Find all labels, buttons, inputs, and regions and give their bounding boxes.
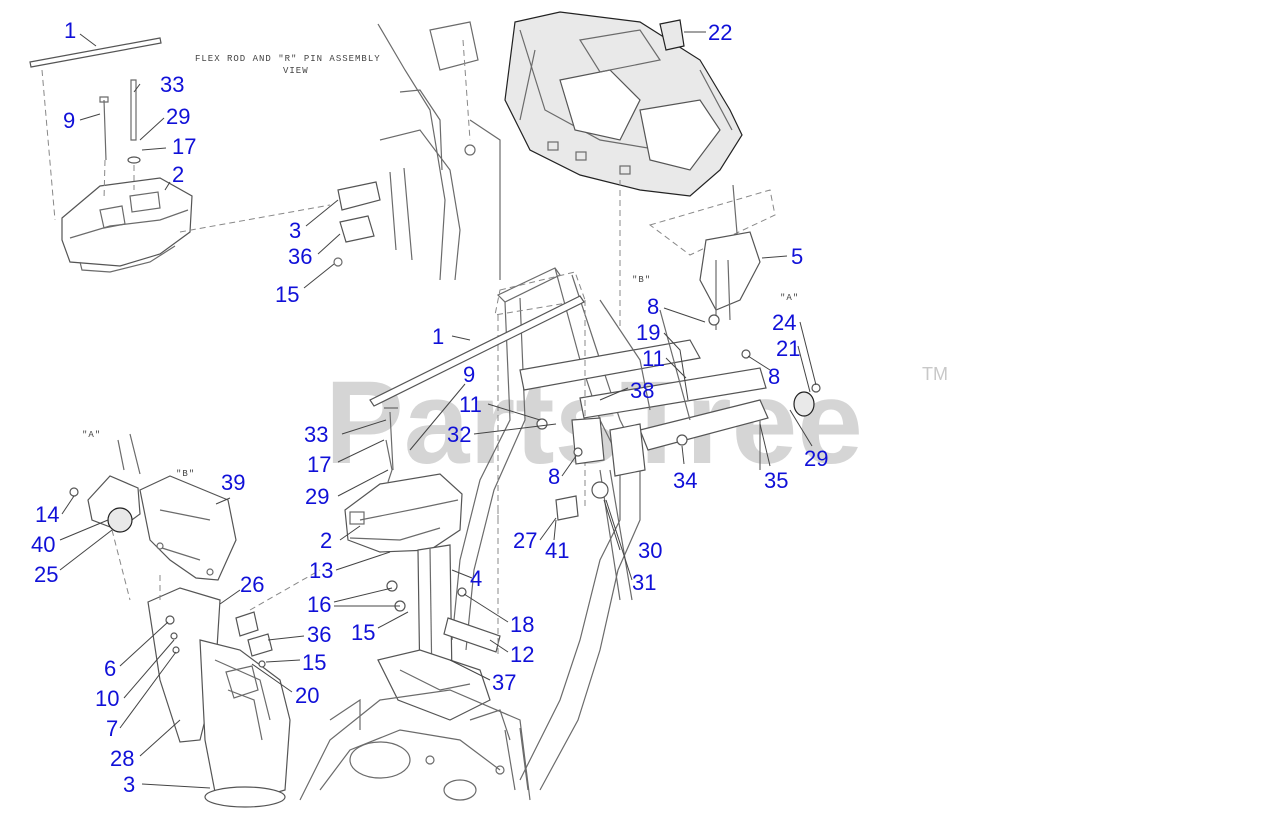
ref-label-b-upper: "B" [632,275,651,285]
callout-15[interactable]: 15 [275,282,299,307]
callout-3[interactable]: 3 [289,218,301,243]
callout-36[interactable]: 36 [288,244,312,269]
callout-29-c[interactable]: 29 [804,446,828,471]
ref-label-a-lower: "A" [82,430,101,440]
inset-bolt [99,96,109,161]
callout-29-b[interactable]: 29 [305,484,329,509]
callout-11[interactable]: 11 [642,346,665,371]
inset-flex-rod [29,37,162,68]
inset-view-subtitle: VIEW [283,66,309,76]
inset-view-title: FLEX ROD AND "R" PIN ASSEMBLY [195,54,381,64]
callout-41[interactable]: 41 [545,538,569,563]
callout-35[interactable]: 35 [764,468,788,493]
callout-4[interactable]: 4 [470,566,482,591]
callout-26[interactable]: 26 [240,572,264,597]
flex-rod [369,295,585,407]
callout-14[interactable]: 14 [35,502,59,527]
handle-upper-section [377,21,501,281]
callout-33[interactable]: 33 [160,72,184,97]
callout-24[interactable]: 24 [772,310,796,335]
callout-16[interactable]: 16 [307,592,331,617]
control-knob [659,19,685,51]
callout-25[interactable]: 25 [34,562,58,587]
chute-ring [204,786,286,808]
callout-39[interactable]: 39 [221,470,245,495]
callout-2[interactable]: 2 [172,162,184,187]
callout-7[interactable]: 7 [106,716,118,741]
callout-40[interactable]: 40 [31,532,55,557]
friction-wheel [793,391,815,417]
callout-37[interactable]: 37 [492,670,516,695]
callout-8-c[interactable]: 8 [548,464,560,489]
dash-panel-cover [504,11,743,197]
snowblower-housing-base [299,689,531,801]
callout-12[interactable]: 12 [510,642,534,667]
callout-21[interactable]: 21 [776,336,800,361]
shift-linkage: "B" "A" [632,184,821,417]
discharge-chute-assembly: "A" "B" [69,430,321,808]
callout-22[interactable]: 22 [708,20,732,45]
trademark-mark: TM [922,364,948,384]
callout-1[interactable]: 1 [64,18,76,43]
callout-17-b[interactable]: 17 [307,452,331,477]
callout-15-b[interactable]: 15 [351,620,375,645]
callout-5[interactable]: 5 [791,244,803,269]
chute-rotator-gear [107,507,133,533]
inset-bolt-33 [130,79,137,141]
callout-38[interactable]: 38 [630,378,654,403]
lower-chute [199,639,291,801]
callout-8[interactable]: 8 [647,294,659,319]
callout-36-b[interactable]: 36 [307,622,331,647]
chute-control-housing [344,473,463,553]
callout-20[interactable]: 20 [295,683,319,708]
callout-28[interactable]: 28 [110,746,134,771]
callout-32[interactable]: 32 [447,422,471,447]
inset-bracket [337,181,381,211]
callout-8-b[interactable]: 8 [768,364,780,389]
callout-1-b[interactable]: 1 [432,324,444,349]
inset-chute-control-housing [61,177,193,267]
part-callouts: 1 33 9 29 17 2 3 36 15 22 5 8 19 11 8 24… [31,18,828,797]
callout-6[interactable]: 6 [104,656,116,681]
callout-31[interactable]: 31 [632,570,656,595]
inset-plate [339,215,375,243]
chute-control-assembly [344,407,501,721]
callout-33-b[interactable]: 33 [304,422,328,447]
callout-13[interactable]: 13 [309,558,333,583]
flex-rod-inset-view: FLEX ROD AND "R" PIN ASSEMBLY VIEW [29,37,381,273]
callout-9-b[interactable]: 9 [463,362,475,387]
callout-27[interactable]: 27 [513,528,537,553]
callout-3-b[interactable]: 3 [123,772,135,797]
callout-18[interactable]: 18 [510,612,534,637]
leader-lines [59,33,813,789]
callout-11-b[interactable]: 11 [459,392,482,417]
callout-17[interactable]: 17 [172,134,196,159]
callout-19[interactable]: 19 [636,320,660,345]
callout-15-c[interactable]: 15 [302,650,326,675]
callout-10[interactable]: 10 [95,686,119,711]
callout-9[interactable]: 9 [63,108,75,133]
callout-34[interactable]: 34 [673,468,697,493]
ref-label-b-lower: "B" [176,469,195,479]
callout-30[interactable]: 30 [638,538,662,563]
callout-29[interactable]: 29 [166,104,190,129]
ref-label-a-upper: "A" [780,293,799,303]
callout-2-b[interactable]: 2 [320,528,332,553]
main-handle-frame [369,180,769,791]
